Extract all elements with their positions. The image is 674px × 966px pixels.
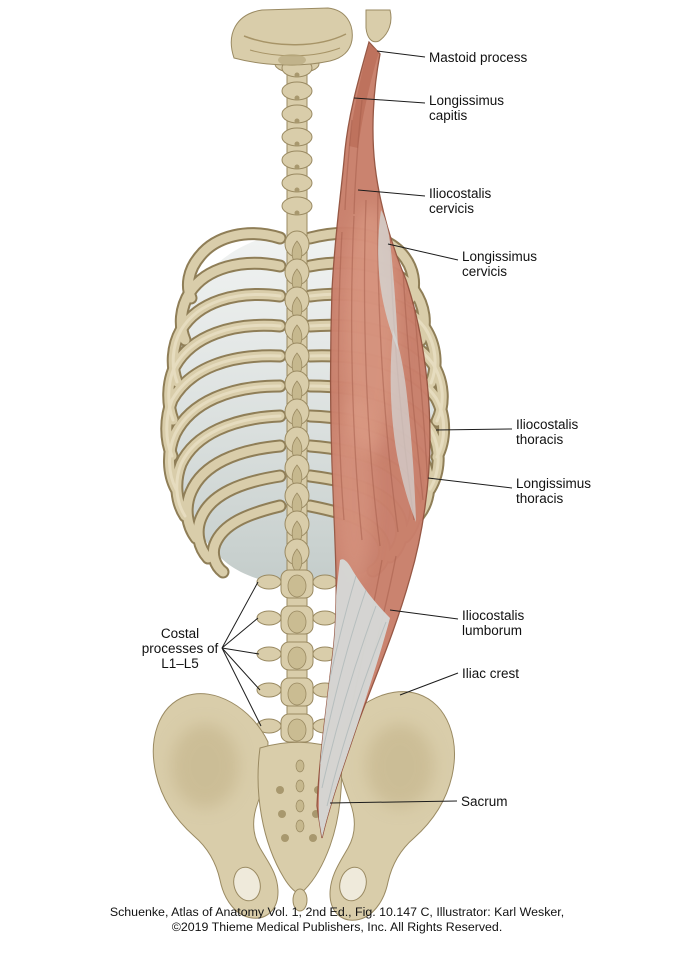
leader-line: [221, 647, 261, 691]
leader-line: [357, 189, 426, 197]
pelvis: [152, 691, 455, 921]
skull-base: [230, 7, 392, 66]
leader-line: [399, 672, 459, 696]
caption-line-1: Schuenke, Atlas of Anatomy Vol. 1, 2nd E…: [109, 905, 565, 919]
leader-line: [221, 581, 259, 649]
label-longissimus-capitis: Longissimus capitis: [429, 93, 505, 123]
leader-line: [427, 477, 513, 489]
leader-line: [221, 617, 259, 649]
leader-line: [329, 800, 458, 804]
leader-line: [389, 609, 459, 620]
leader-line: [221, 647, 262, 727]
label-iliac-crest: Iliac crest: [462, 666, 520, 681]
thoracic-tendon: [390, 330, 416, 522]
leader-line: [353, 97, 426, 104]
label-iliocostalis-lumborum: Iliocostalis lumborum: [462, 608, 525, 638]
label-longissimus-thoracis: Longissimus thoracis: [516, 476, 592, 506]
label-iliocostalis-thoracis: Iliocostalis thoracis: [516, 417, 579, 447]
leader-line: [387, 243, 459, 261]
leader-lines: [221, 50, 513, 804]
erector-spinae-muscle: [316, 40, 431, 839]
mastoid-region: [365, 9, 392, 43]
label-mastoid-process: Mastoid process: [429, 50, 528, 65]
leader-line: [435, 428, 513, 431]
caption-line-2: ©2019 Thieme Medical Publishers, Inc. Al…: [171, 920, 503, 934]
leader-line: [376, 50, 426, 58]
label-costal-processes: Costal processes of L1–L5: [141, 626, 219, 671]
leader-line: [221, 647, 260, 655]
coccyx: [292, 888, 308, 912]
cervical-tendon: [378, 210, 398, 350]
longissimus-capitis-strap: [349, 44, 379, 148]
label-longissimus-cervicis: Longissimus cervicis: [462, 249, 538, 279]
figure-caption: Schuenke, Atlas of Anatomy Vol. 1, 2nd E…: [0, 905, 674, 935]
label-sacrum: Sacrum: [461, 794, 508, 809]
label-iliocostalis-cervicis: Iliocostalis cervicis: [429, 186, 492, 216]
